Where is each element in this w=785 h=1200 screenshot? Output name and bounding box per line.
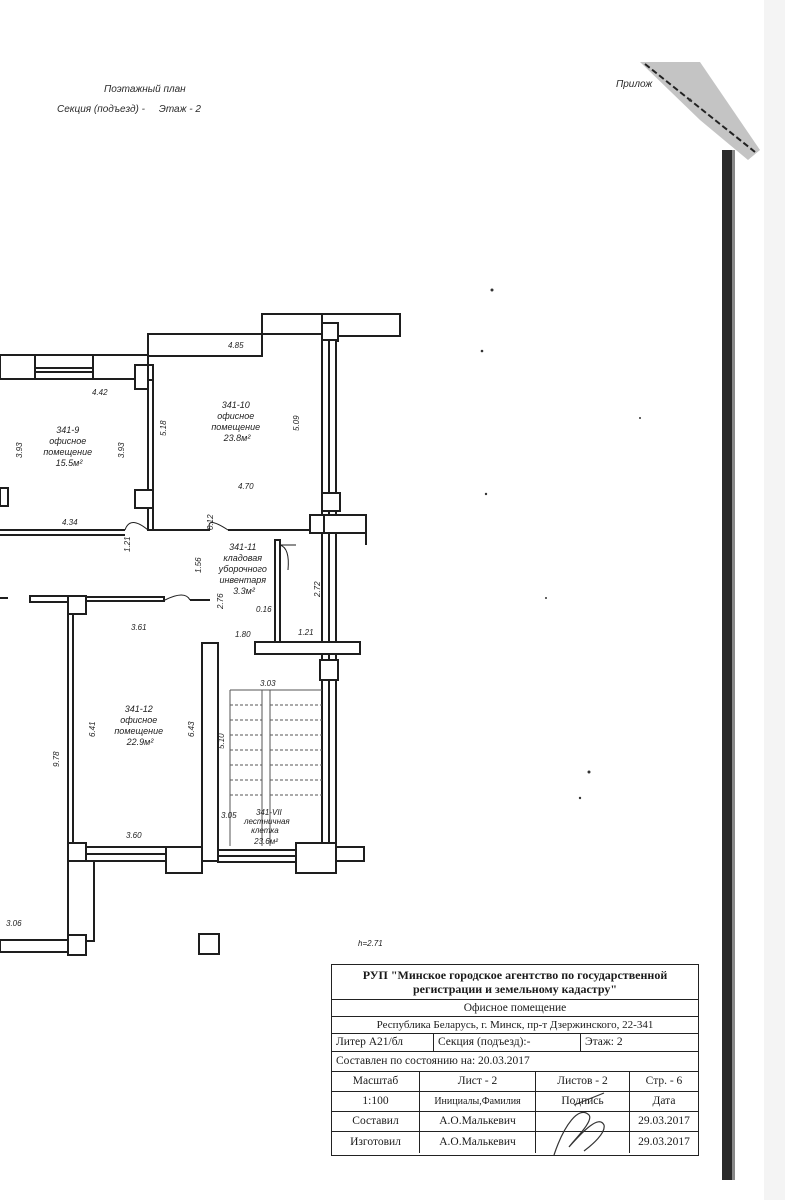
- stamp-section: Секция (подъезд):-: [434, 1033, 581, 1051]
- svg-text:1.56: 1.56: [194, 557, 203, 573]
- room-341-VII-label: 341-VII лестничная клетка 23.6м²: [243, 808, 292, 846]
- svg-text:5.10: 5.10: [217, 733, 226, 749]
- walls: [0, 313, 401, 956]
- stamp-made-row: Изготовил А.О.Малькевич 29.03.2017: [332, 1131, 698, 1153]
- stamp-headers-row: 1:100 Инициалы,Фамилия Подпись Дата: [332, 1091, 698, 1112]
- stamp-address-row: Республика Беларусь, г. Минск, пр-т Дзер…: [332, 1016, 698, 1034]
- room-341-9-label: 341-9 офисное помещение 15.5м²: [43, 425, 94, 468]
- svg-text:3.93: 3.93: [117, 442, 126, 458]
- stamp-organization: РУП "Минское городское агентство по госу…: [332, 965, 698, 1000]
- stamp-date-header: Дата: [652, 1095, 676, 1107]
- stair: [229, 689, 322, 846]
- svg-text:3.61: 3.61: [131, 623, 147, 632]
- stamp-compiled-name: А.О.Малькевич: [420, 1111, 536, 1131]
- scan-specks: [480, 98, 692, 800]
- svg-text:6.41: 6.41: [88, 721, 97, 737]
- stamp-sheets: Листов - 2: [536, 1071, 630, 1091]
- corner-note: Прилож: [616, 79, 653, 90]
- handwritten-signature: [553, 1092, 605, 1156]
- svg-text:6.43: 6.43: [187, 721, 196, 737]
- stamp-floor: Этаж: 2: [585, 1036, 623, 1048]
- svg-text:3.60: 3.60: [126, 831, 142, 840]
- stamp-liter: Литер А21/бл: [332, 1033, 434, 1051]
- svg-text:3.06: 3.06: [6, 919, 22, 928]
- svg-text:2.76: 2.76: [216, 593, 225, 610]
- stamp-state-date: Составлен по состоянию на: 20.03.2017: [336, 1055, 530, 1067]
- svg-text:4.85: 4.85: [228, 341, 244, 350]
- stamp-made-name: А.О.Малькевич: [420, 1131, 536, 1153]
- title-block: РУП "Минское городское агентство по госу…: [331, 964, 699, 1156]
- svg-text:3.05: 3.05: [221, 811, 237, 820]
- svg-text:4.70: 4.70: [238, 482, 254, 491]
- svg-text:0.16: 0.16: [256, 605, 272, 614]
- stamp-compiled-date: 29.03.2017: [638, 1115, 690, 1127]
- svg-text:1.21: 1.21: [123, 536, 132, 552]
- stamp-address: Республика Беларусь, г. Минск, пр-т Дзер…: [376, 1018, 654, 1031]
- stamp-object-row: Офисное помещение: [332, 999, 698, 1017]
- svg-text:5.09: 5.09: [292, 415, 301, 431]
- room-341-11-label: 341-11 кладовая уборочного инвентаря 3.3…: [218, 542, 270, 596]
- svg-text:2.72: 2.72: [313, 581, 322, 598]
- stamp-date-row: Составлен по состоянию на: 20.03.2017: [332, 1051, 698, 1072]
- stamp-made-date: 29.03.2017: [638, 1136, 690, 1148]
- stamp-liter-row: Литер А21/бл Секция (подъезд):- Этаж: 2: [332, 1033, 698, 1052]
- stamp-compiled-row: Составил А.О.Малькевич 29.03.2017: [332, 1111, 698, 1132]
- stamp-object: Офисное помещение: [463, 1001, 567, 1014]
- stamp-sheet-row: Масштаб Лист - 2 Листов - 2 Стр. - 6: [332, 1071, 698, 1092]
- svg-text:4.34: 4.34: [62, 518, 78, 527]
- stamp-made-label: Изготовил: [332, 1131, 420, 1153]
- room-341-12-label: 341-12 офисное помещение 22.9м²: [114, 704, 165, 747]
- stamp-scale-label: Масштаб: [332, 1071, 420, 1091]
- svg-text:1.80: 1.80: [235, 630, 251, 639]
- svg-text:h=2.71: h=2.71: [358, 939, 383, 948]
- svg-text:4.42: 4.42: [92, 388, 108, 397]
- room-341-10-label: 341-10 офисное помещение 23.8м²: [211, 400, 262, 443]
- plan-title: Поэтажный план: [104, 84, 186, 95]
- stamp-compiled-label: Составил: [332, 1111, 420, 1131]
- svg-text:3.93: 3.93: [15, 442, 24, 458]
- stamp-compiled-signature: [536, 1111, 630, 1131]
- stamp-made-signature: [536, 1131, 630, 1153]
- dimension-labels: 4.42 4.85 3.93 3.93 5.18 5.09 4.70 4.34 …: [6, 341, 383, 948]
- svg-text:1.21: 1.21: [298, 628, 314, 637]
- stamp-sheet: Лист - 2: [420, 1071, 536, 1091]
- svg-text:0.12: 0.12: [206, 514, 215, 530]
- floor-plan: 341-9 офисное помещение 15.5м² 341-10 оф…: [0, 98, 692, 956]
- stamp-scale-value: 1:100: [332, 1091, 420, 1111]
- svg-text:5.18: 5.18: [159, 420, 168, 436]
- section-floor-label: Секция (подъезд) - Этаж - 2: [57, 104, 201, 115]
- svg-text:9.78: 9.78: [52, 751, 61, 767]
- svg-text:3.03: 3.03: [260, 679, 276, 688]
- stamp-page: Стр. - 6: [645, 1075, 683, 1087]
- stamp-initials-header: Инициалы,Фамилия: [420, 1091, 536, 1111]
